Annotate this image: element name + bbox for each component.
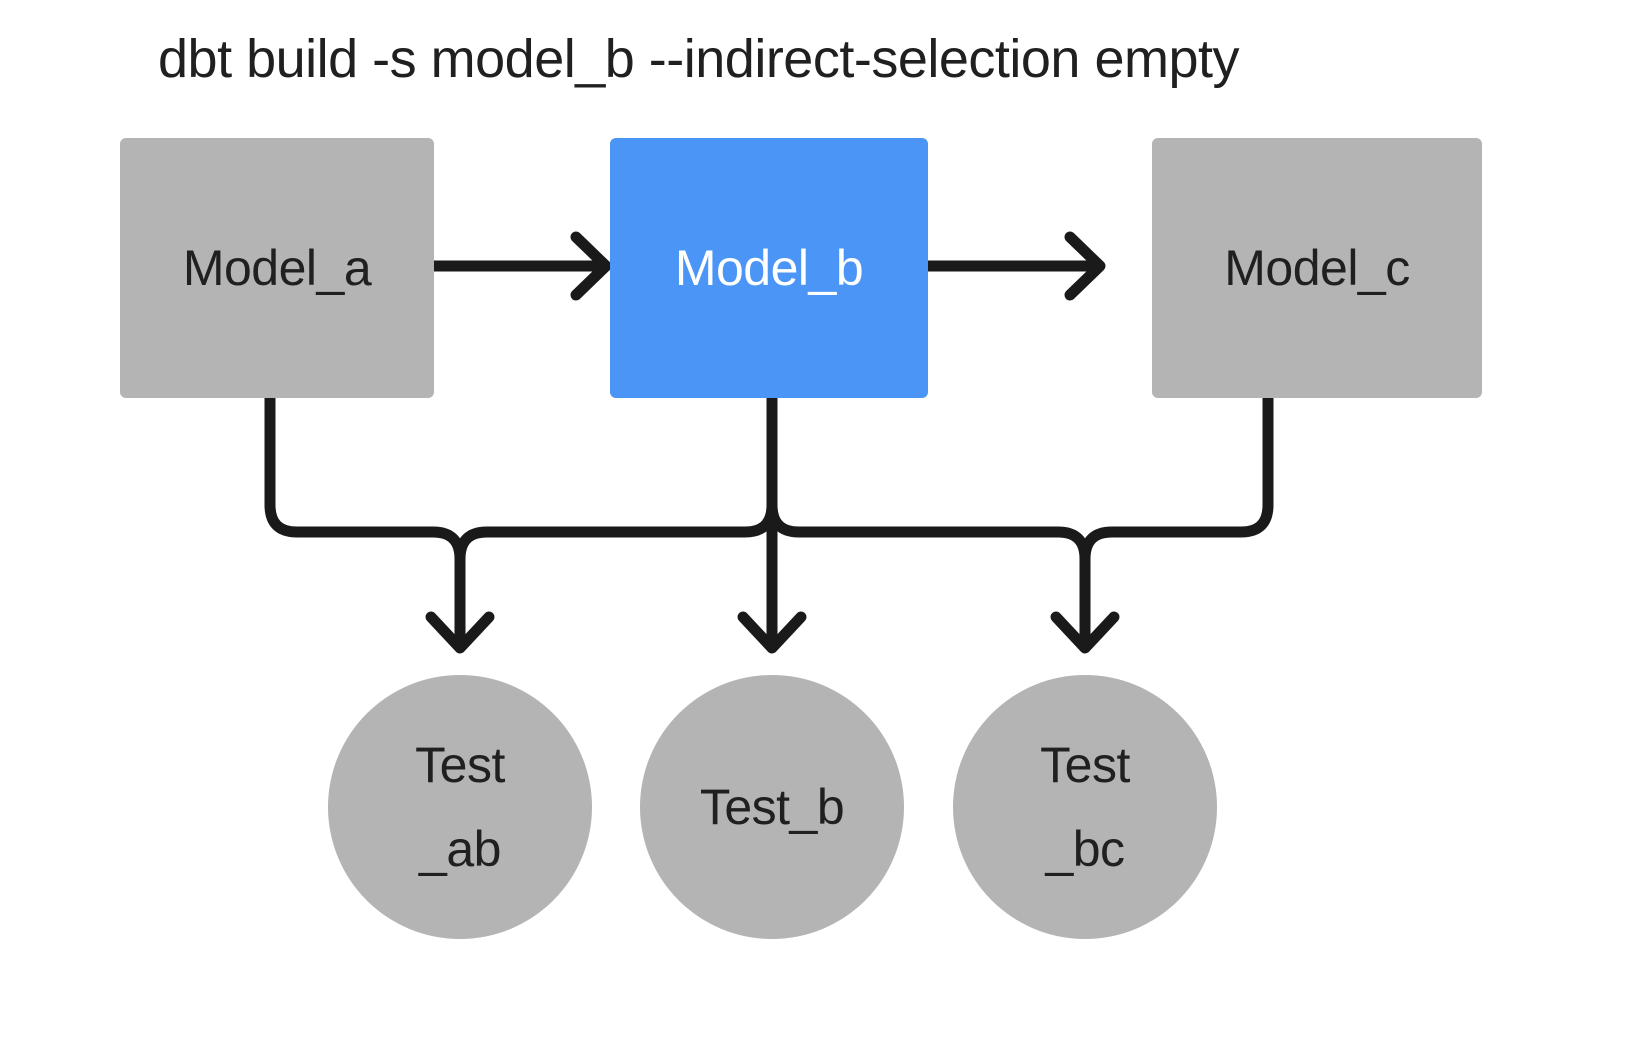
edge-model-c-to-test-bc — [1079, 392, 1274, 651]
node-model-a-label: Model_a — [182, 240, 372, 296]
node-test-ab-label-line1: Test — [415, 737, 505, 793]
edge-model-a-to-test-ab — [264, 392, 466, 651]
node-test-b-label-line1: Test_b — [699, 779, 845, 835]
node-model-b[interactable]: Model_b — [610, 138, 928, 398]
node-test-bc[interactable]: Test _bc — [953, 675, 1217, 939]
node-model-b-label: Model_b — [674, 240, 864, 296]
node-test-ab[interactable]: Test _ab — [328, 675, 592, 939]
node-test-b[interactable]: Test_b — [640, 675, 904, 939]
arrowhead-test-ab — [425, 611, 495, 654]
diagram-title: dbt build -s model_b --indirect-selectio… — [158, 29, 1240, 89]
node-test-ab-label-line2: _ab — [419, 821, 501, 877]
arrowhead-test-b — [737, 611, 807, 654]
edge-model-b-to-test-bc — [766, 392, 1091, 651]
arrowhead-model-b — [570, 231, 612, 301]
node-test-bc-label-line1: Test — [1040, 737, 1130, 793]
node-model-c[interactable]: Model_c — [1152, 138, 1482, 398]
node-test-bc-label-line2: _bc — [1045, 821, 1125, 877]
node-model-a[interactable]: Model_a — [120, 138, 434, 398]
arrowhead-test-bc — [1050, 611, 1120, 654]
edge-model-b-to-test-ab — [454, 392, 778, 651]
node-model-c-label: Model_c — [1224, 240, 1410, 296]
arrowhead-model-c — [1064, 231, 1106, 301]
